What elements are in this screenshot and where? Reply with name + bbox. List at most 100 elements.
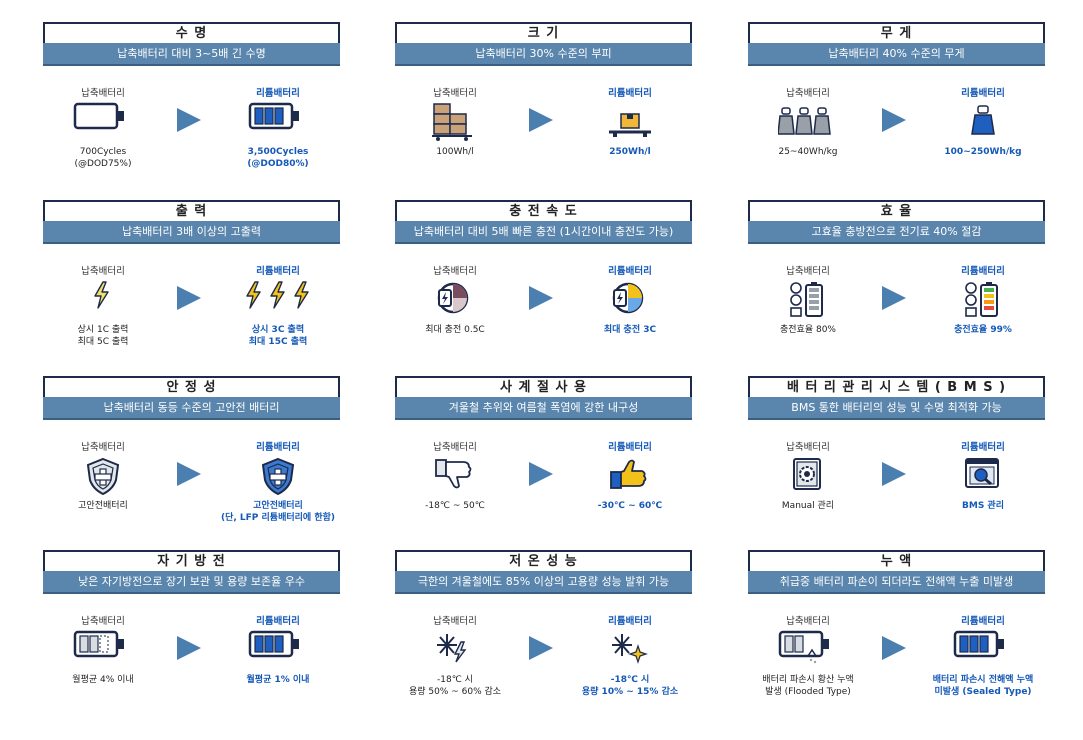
left-caption-line: 충전효율 80% bbox=[780, 325, 836, 335]
battery-discharge-icon bbox=[43, 630, 163, 670]
arrow-right-icon bbox=[177, 636, 201, 660]
left-caption-line: 100Wh/l bbox=[436, 147, 474, 157]
battery-full-icon bbox=[218, 630, 338, 670]
left-caption-line: 700Cycles bbox=[79, 147, 127, 157]
lead-acid-caption: -18℃ ~ 50℃ bbox=[390, 500, 520, 512]
lead-acid-label: 납축배터리 bbox=[81, 266, 125, 277]
lead-acid-caption: 최대 충전 0.5C bbox=[390, 324, 520, 336]
right-caption-line: 배터리 파손시 전해액 누액 bbox=[932, 675, 1034, 685]
feature-title: 누 액 bbox=[748, 550, 1045, 573]
arrow-right-icon bbox=[529, 636, 553, 660]
lithium-label: 리튬배터리 bbox=[256, 616, 300, 627]
arrow-right-icon bbox=[882, 636, 906, 660]
arrow-right-icon bbox=[529, 108, 553, 132]
battery-leak-icon bbox=[748, 630, 868, 670]
lead-acid-caption: 700Cycles (@DOD75%) bbox=[38, 146, 168, 170]
lithium-caption: 3,500Cycles(@DOD80%) bbox=[213, 146, 343, 170]
feature-banner: 취급중 배터리 파손이 되더라도 전해액 누출 미발생 bbox=[748, 571, 1045, 594]
feature-banner: 납축배터리 30% 수준의 부피 bbox=[395, 43, 692, 66]
lead-acid-label: 납축배터리 bbox=[81, 442, 125, 453]
snowflake-sparkle-icon bbox=[570, 630, 690, 670]
charge-timer-icon bbox=[395, 280, 515, 320]
lead-acid-label: 납축배터리 bbox=[433, 266, 477, 277]
lead-acid-label: 납축배터리 bbox=[433, 616, 477, 627]
bms-monitor-icon bbox=[923, 456, 1043, 496]
left-caption-line: 배터리 파손시 황산 누액 bbox=[762, 675, 854, 685]
feature-banner: BMS 통한 배터리의 성능 및 수명 최적화 가능 bbox=[748, 397, 1045, 420]
feature-card: 크 기 납축배터리 30% 수준의 부피 납축배터리 리튬배터리 100Wh/l… bbox=[395, 22, 692, 188]
feature-banner: 납축배터리 40% 수준의 무게 bbox=[748, 43, 1045, 66]
left-caption-line: 발생 (Flooded Type) bbox=[765, 687, 851, 697]
arrow-right-icon bbox=[529, 462, 553, 486]
lightning-icon bbox=[43, 280, 163, 320]
feature-banner: 납축배터리 대비 3~5배 긴 수명 bbox=[43, 43, 340, 66]
lithium-caption: 100~250Wh/kg bbox=[918, 146, 1048, 158]
feature-card: 저 온 성 능 극한의 겨울철에도 85% 이상의 고용량 성능 발휘 가능 납… bbox=[395, 550, 692, 716]
lithium-label: 리튬배터리 bbox=[961, 616, 1005, 627]
lead-acid-label: 납축배터리 bbox=[433, 88, 477, 99]
right-caption-line: 고안전배터리 bbox=[253, 501, 303, 511]
battery-full-icon bbox=[218, 102, 338, 142]
lithium-label: 리튬배터리 bbox=[961, 88, 1005, 99]
lead-acid-caption: Manual 관리 bbox=[743, 500, 873, 512]
lithium-label: 리튬배터리 bbox=[256, 266, 300, 277]
feature-card: 효 율 고효율 충방전으로 전기료 40% 절감 납축배터리 리튬배터리 충전효… bbox=[748, 200, 1045, 366]
right-caption-line: -30℃ ~ 60℃ bbox=[597, 501, 663, 511]
thumbs-down-icon bbox=[395, 456, 515, 496]
feature-card: 자 기 방 전 낮은 자기방전으로 장기 보관 및 용량 보존율 우수 납축배터… bbox=[43, 550, 340, 716]
battery-full-icon bbox=[923, 630, 1043, 670]
feature-banner: 낮은 자기방전으로 장기 보관 및 용량 보존율 우수 bbox=[43, 571, 340, 594]
lithium-caption: -30℃ ~ 60℃ bbox=[565, 500, 695, 512]
feature-card: 수 명 납축배터리 대비 3~5배 긴 수명 납축배터리 리튬배터리 700Cy… bbox=[43, 22, 340, 188]
feature-banner: 고효율 충방전으로 전기료 40% 절감 bbox=[748, 221, 1045, 244]
feature-banner: 극한의 겨울철에도 85% 이상의 고용량 성능 발휘 가능 bbox=[395, 571, 692, 594]
right-caption-line: 최대 15C 출력 bbox=[248, 337, 308, 347]
single-box-cart-icon bbox=[570, 102, 690, 142]
feature-banner: 납축배터리 동등 수준의 고안전 배터리 bbox=[43, 397, 340, 420]
feature-title: 안 정 성 bbox=[43, 376, 340, 399]
right-caption-line: (@DOD80%) bbox=[247, 159, 309, 169]
feature-card: 안 정 성 납축배터리 동등 수준의 고안전 배터리 납축배터리 리튬배터리 고… bbox=[43, 376, 340, 542]
lead-acid-caption: 충전효율 80% bbox=[743, 324, 873, 336]
left-caption-line: (@DOD75%) bbox=[74, 159, 132, 169]
lithium-caption: 최대 충전 3C bbox=[565, 324, 695, 336]
battery-empty-icon bbox=[43, 102, 163, 142]
triple-lightning-icon bbox=[218, 280, 338, 320]
manual-gear-icon bbox=[748, 456, 868, 496]
right-caption-line: -18℃ 시 bbox=[610, 675, 650, 685]
right-caption-line: 미발생 (Sealed Type) bbox=[934, 687, 1032, 697]
left-caption-line: 상시 1C 출력 bbox=[77, 325, 129, 335]
feature-card: 누 액 취급중 배터리 파손이 되더라도 전해액 누출 미발생 납축배터리 리튬… bbox=[748, 550, 1045, 716]
thumbs-up-icon bbox=[570, 456, 690, 496]
lithium-label: 리튬배터리 bbox=[961, 266, 1005, 277]
feature-title: 저 온 성 능 bbox=[395, 550, 692, 573]
feature-title: 무 게 bbox=[748, 22, 1045, 45]
efficiency-battery-gray-icon bbox=[748, 280, 868, 320]
feature-banner: 납축배터리 대비 5배 빠른 충전 (1시간이내 충전도 가능) bbox=[395, 221, 692, 244]
right-caption-line: 상시 3C 출력 bbox=[251, 325, 305, 335]
arrow-right-icon bbox=[177, 462, 201, 486]
feature-card: 충 전 속 도 납축배터리 대비 5배 빠른 충전 (1시간이내 충전도 가능)… bbox=[395, 200, 692, 366]
lead-acid-caption: 25~40Wh/kg bbox=[743, 146, 873, 158]
lead-acid-label: 납축배터리 bbox=[81, 616, 125, 627]
lithium-label: 리튬배터리 bbox=[256, 442, 300, 453]
lead-acid-label: 납축배터리 bbox=[786, 266, 830, 277]
lead-acid-caption: 100Wh/l bbox=[390, 146, 520, 158]
efficiency-battery-color-icon bbox=[923, 280, 1043, 320]
lithium-caption: 월평균 1% 이내 bbox=[213, 674, 343, 686]
lithium-caption: 고안전배터리(단, LFP 리튬배터리에 한함) bbox=[213, 500, 343, 524]
arrow-right-icon bbox=[882, 108, 906, 132]
feature-card: 출 력 납축배터리 3배 이상의 고출력 납축배터리 리튬배터리 상시 1C 출… bbox=[43, 200, 340, 366]
left-caption-line: Manual 관리 bbox=[781, 501, 835, 511]
lithium-label: 리튬배터리 bbox=[961, 442, 1005, 453]
fast-charge-timer-icon bbox=[570, 280, 690, 320]
left-caption-line: 25~40Wh/kg bbox=[778, 147, 838, 157]
right-caption-line: 월평균 1% 이내 bbox=[246, 675, 310, 685]
lithium-label: 리튬배터리 bbox=[256, 88, 300, 99]
left-caption-line: -18℃ 시 bbox=[437, 675, 473, 685]
feature-title: 수 명 bbox=[43, 22, 340, 45]
lead-acid-caption: 월평균 4% 이내 bbox=[38, 674, 168, 686]
